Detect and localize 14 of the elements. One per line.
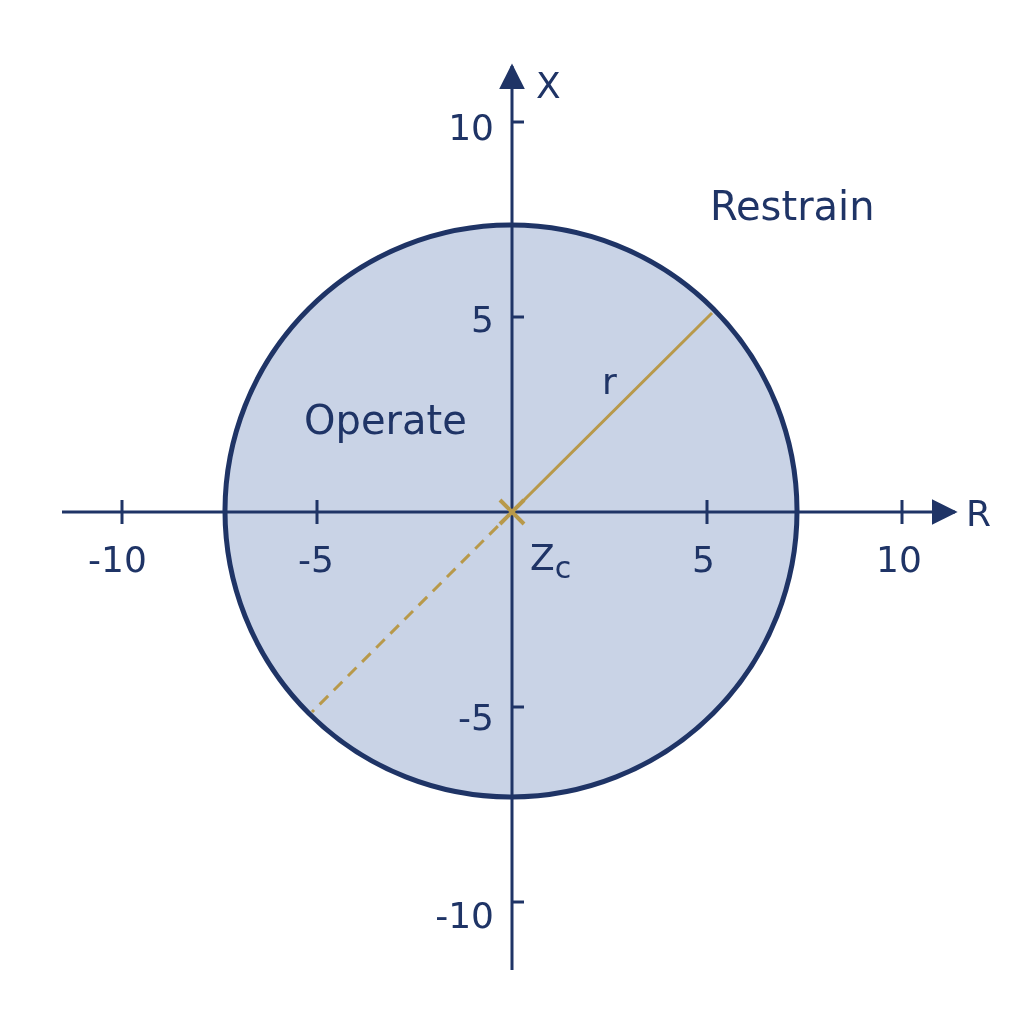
tick-label: 10 <box>876 542 922 578</box>
tick-label: -10 <box>88 542 147 578</box>
point-label: Z$_{c}$ <box>530 540 572 584</box>
tick-label: 5 <box>692 542 715 578</box>
tick-label: 10 <box>448 110 494 146</box>
operate-region-circle <box>222 222 800 800</box>
region-label: Restrain <box>710 186 875 226</box>
axis-label: X <box>536 68 561 104</box>
axis-label: R <box>966 496 991 532</box>
tick-label: -5 <box>458 700 494 736</box>
tick-label: -5 <box>298 542 334 578</box>
dimension-label: r <box>602 364 617 400</box>
tick-label: -10 <box>435 898 494 934</box>
tick-label: 5 <box>471 302 494 338</box>
